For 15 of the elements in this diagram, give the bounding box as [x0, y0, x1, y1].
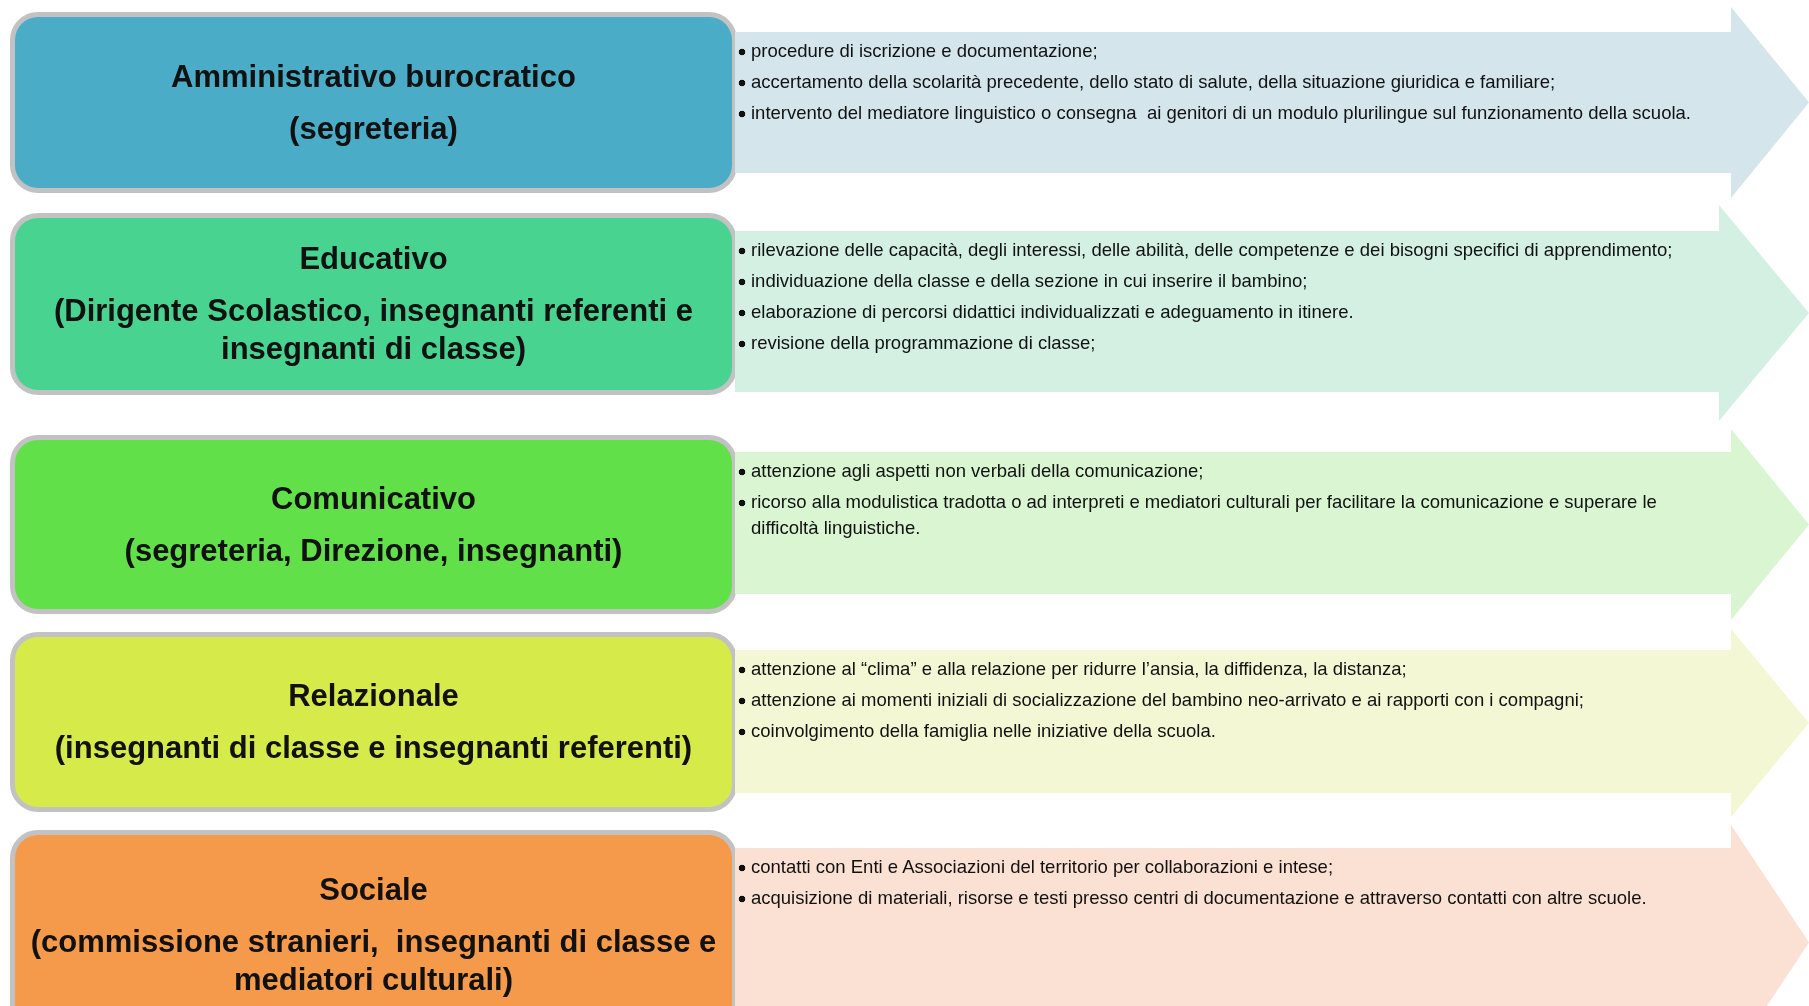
category-box: [10, 213, 737, 395]
category-roles: (commissione stranieri, insegnanti di classe e mediatori culturali): [29, 923, 718, 999]
category-title: Relazionale: [288, 677, 459, 715]
category-title: Comunicativo: [271, 479, 476, 518]
category-title: Amministrativo burocratico: [171, 57, 576, 96]
category-title: Educativo: [299, 240, 448, 278]
category-roles: (segreteria): [289, 109, 458, 148]
category-roles: (Dirigente Scolastico, insegnanti referenti e insegnanti di classe): [52, 292, 695, 368]
category-roles: (insegnanti di classe e insegnanti referenti): [54, 729, 693, 767]
category-box: [10, 830, 737, 1006]
category-box: [10, 12, 737, 193]
category-box: [10, 435, 737, 614]
category-roles: (segreteria, Direzione, insegnanti): [124, 531, 623, 570]
category-title: Sociale: [319, 871, 428, 909]
category-box: [10, 632, 737, 812]
